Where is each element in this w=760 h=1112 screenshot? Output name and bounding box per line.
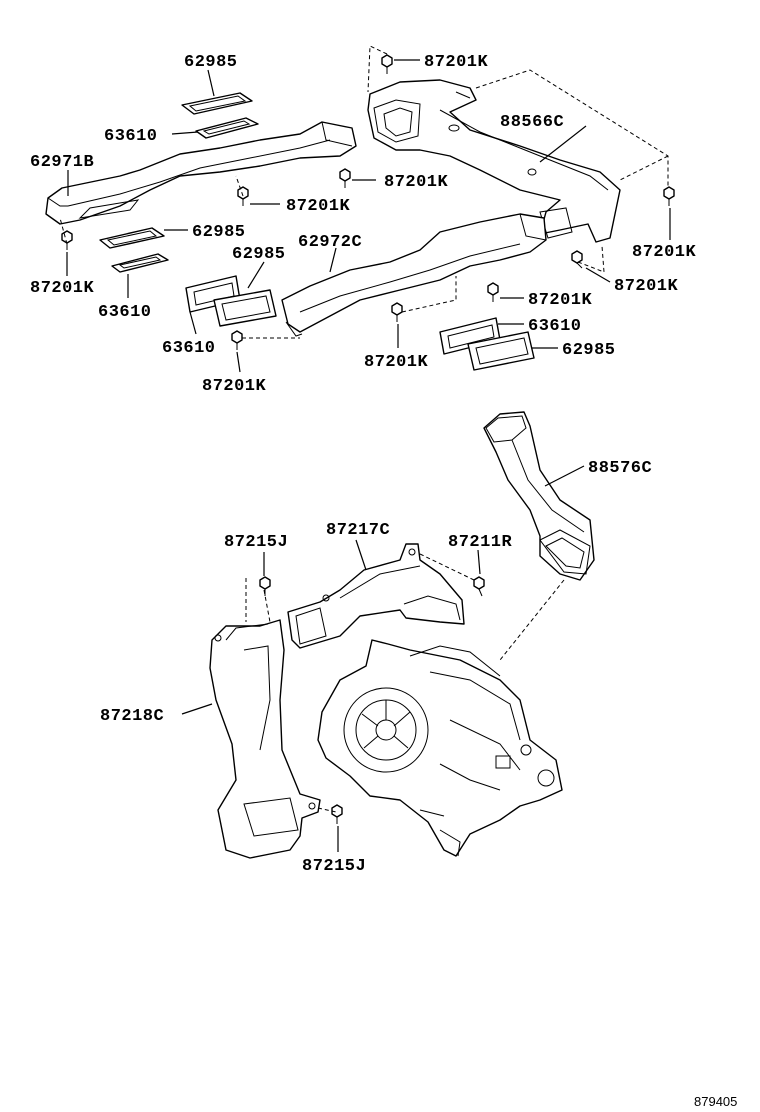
label-87211r: 87211R bbox=[448, 533, 513, 552]
label-88566c: 88566C bbox=[500, 113, 564, 132]
duct-88566c bbox=[367, 79, 621, 243]
label-63610: 63610 bbox=[104, 127, 158, 146]
gasket-62985-d bbox=[467, 331, 535, 371]
grille-63610-b bbox=[111, 253, 169, 273]
label-63610: 63610 bbox=[528, 317, 582, 336]
label-63610: 63610 bbox=[162, 339, 216, 358]
label-62985: 62985 bbox=[562, 341, 616, 360]
duct-87218c bbox=[209, 619, 321, 859]
duct-88576c bbox=[483, 411, 595, 581]
label-87201k: 87201K bbox=[424, 53, 489, 72]
screw-icon bbox=[331, 804, 343, 824]
screw-icon bbox=[487, 282, 499, 302]
label-87215j: 87215J bbox=[302, 857, 366, 876]
screw-icon bbox=[259, 576, 271, 596]
screw-icon bbox=[231, 330, 243, 350]
label-87201k: 87201K bbox=[384, 173, 449, 192]
label-87218c: 87218C bbox=[100, 707, 164, 726]
screw-icon bbox=[391, 302, 403, 322]
label-87201k: 87201K bbox=[364, 353, 429, 372]
label-87201k: 87201K bbox=[286, 197, 351, 216]
label-87217c: 87217C bbox=[326, 521, 390, 540]
label-87201k: 87201K bbox=[614, 277, 679, 296]
grille-63610-a bbox=[195, 117, 259, 139]
label-87215j: 87215J bbox=[224, 533, 288, 552]
screw-icon bbox=[339, 168, 351, 188]
screw-icon bbox=[473, 576, 485, 597]
label-62972c: 62972C bbox=[298, 233, 362, 252]
label-87201k: 87201K bbox=[528, 291, 593, 310]
screw-icon bbox=[663, 186, 675, 206]
label-87201k: 87201K bbox=[632, 243, 697, 262]
gasket-62985-c bbox=[213, 289, 277, 327]
blower-unit bbox=[317, 639, 563, 857]
label-62985: 62985 bbox=[192, 223, 246, 242]
label-63610: 63610 bbox=[98, 303, 152, 322]
gasket-62985-b bbox=[99, 227, 165, 249]
label-88576c: 88576C bbox=[588, 459, 652, 478]
label-62985: 62985 bbox=[232, 245, 286, 264]
duct-62972c bbox=[281, 213, 547, 337]
label-62971b: 62971B bbox=[30, 153, 94, 172]
duct-87217c bbox=[287, 543, 465, 649]
screw-icon bbox=[381, 54, 393, 74]
label-62985: 62985 bbox=[184, 53, 238, 72]
label-87201k: 87201K bbox=[30, 279, 95, 298]
label-87201k: 87201K bbox=[202, 377, 267, 396]
diagram-code: 879405 bbox=[694, 1094, 737, 1109]
screw-icon bbox=[61, 230, 73, 250]
duct-62971b bbox=[45, 121, 357, 225]
screw-icon bbox=[571, 250, 583, 269]
gasket-62985-a bbox=[181, 92, 253, 115]
screw-icon bbox=[237, 186, 249, 206]
